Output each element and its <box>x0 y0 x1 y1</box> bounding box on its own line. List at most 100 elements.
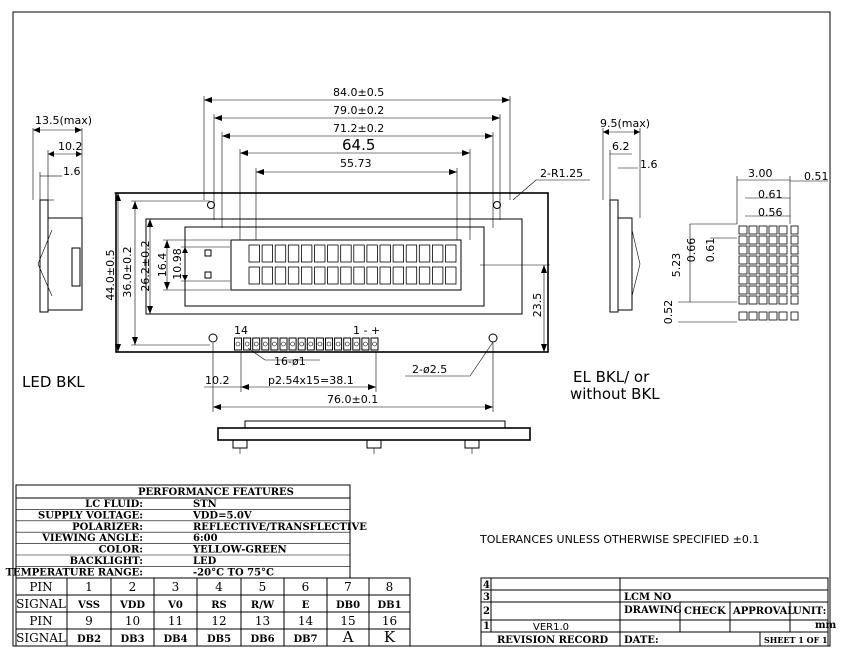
pin-table-cell: 6 <box>302 580 310 594</box>
active-area <box>230 239 462 291</box>
dot-dim7: 5.23 <box>670 253 683 278</box>
pin-hole <box>281 341 286 347</box>
pin-table-cell: VDD <box>119 600 145 611</box>
performance-table: PERFORMANCE FEATURES LC FLUID:STNSUPPLY … <box>6 484 367 579</box>
char-cell <box>261 244 274 263</box>
dot-cell <box>790 225 799 235</box>
perf-label: POLARIZER: <box>72 522 143 533</box>
dot-detail: 3.00 0.51 0.61 0.56 0.66 0.61 5.23 0.52 <box>662 167 829 324</box>
dot-cell <box>778 245 788 255</box>
dot-cell <box>768 265 778 275</box>
pin-pad <box>361 337 370 351</box>
pin-pad <box>234 337 242 351</box>
mount-hole-tl <box>207 201 215 209</box>
pin-table-cell: 15 <box>340 614 355 628</box>
lcm-no-label: LCM NO <box>624 592 672 603</box>
pin-table-cell: 16 <box>382 614 397 628</box>
dot-cell <box>758 275 768 285</box>
pin-hole <box>335 341 341 347</box>
dim-w1: 84.0±0.5 <box>333 86 384 99</box>
mount-hole-tr <box>493 201 501 209</box>
pin-first-label: 14 <box>234 324 248 337</box>
right-caption-1: EL BKL/ or <box>573 368 650 386</box>
pin-pad <box>243 337 252 351</box>
perf-value: STN <box>193 499 217 510</box>
pin-hole <box>317 341 323 347</box>
dot-dim3: 0.61 <box>758 188 783 201</box>
dot-cell <box>768 311 778 321</box>
pin-table-cell: 8 <box>386 580 394 594</box>
dot-cell <box>768 285 778 295</box>
dot-cell <box>738 275 748 285</box>
bottom-view <box>217 420 531 454</box>
dot-cell <box>768 255 778 265</box>
char-cell <box>353 266 365 285</box>
pin-table-head: PIN <box>29 614 52 628</box>
dot-cell <box>758 285 768 295</box>
char-cell <box>353 244 365 263</box>
char-cell <box>445 244 457 263</box>
char-cell <box>405 244 418 263</box>
char-cell <box>340 266 352 285</box>
perf-value: VDD=5.0V <box>192 510 252 521</box>
pin-table-cell: DB1 <box>377 600 401 611</box>
char-cell <box>300 244 313 263</box>
pin-table-cell: DB3 <box>120 634 144 645</box>
pin-hole <box>326 341 332 347</box>
drawing-border <box>12 11 831 647</box>
dot-cell <box>778 295 788 305</box>
dot-cell <box>748 235 758 245</box>
pin-pad <box>334 337 343 351</box>
perf-value: YELLOW-GREEN <box>192 545 287 556</box>
dim-offset: 10.2 <box>205 374 230 387</box>
dot-cell <box>790 311 799 321</box>
dot-cell <box>758 255 768 265</box>
pin-hole <box>262 341 268 347</box>
dot-cell <box>738 295 748 305</box>
char-cell <box>392 244 405 263</box>
dot-cell <box>790 235 799 245</box>
rev-num-4: 4 <box>483 580 490 591</box>
pin-table-cell: 7 <box>344 580 352 594</box>
viewing-area <box>184 226 485 307</box>
pin-table-cell: 13 <box>255 614 270 628</box>
perf-value: 6:00 <box>193 533 218 544</box>
pin-table-cell: 9 <box>85 614 93 628</box>
dim-hole: 2-ø2.5 <box>412 363 447 376</box>
char-cell <box>248 244 260 263</box>
pin-hole <box>308 341 314 347</box>
dim-w4: 64.5 <box>342 136 375 154</box>
dot-cell <box>738 265 748 275</box>
perf-label: SUPPLY VOLTAGE: <box>38 510 143 521</box>
dim-h6: 23.5 <box>531 293 544 318</box>
pin-hole <box>272 341 277 347</box>
tolerance-note: TOLERANCES UNLESS OTHERWISE SPECIFIED ±0… <box>479 533 759 546</box>
pin-table-cell: DB7 <box>293 634 317 645</box>
pin-table-head: PIN <box>29 580 52 594</box>
dot-cell <box>748 255 758 265</box>
pin-header <box>234 337 379 351</box>
char-cell <box>379 244 391 263</box>
drawing-label: DRAWING <box>624 605 682 616</box>
dot-cell <box>768 235 778 245</box>
dot-cell <box>758 245 768 255</box>
dim-w2: 79.0±0.2 <box>333 104 384 117</box>
perf-value: REFLECTIVE/TRANSFLECTIVE <box>193 522 367 533</box>
char-cell <box>405 266 418 285</box>
dot-cell <box>738 255 748 265</box>
char-cell <box>366 244 378 263</box>
dim-bottom-w: 76.0±0.1 <box>327 393 378 406</box>
right-caption-2: without BKL <box>570 385 660 403</box>
pin-pad <box>343 337 352 351</box>
dot-cell <box>748 285 758 295</box>
right-dim2: 6.2 <box>612 140 630 153</box>
dim-w3: 71.2±0.2 <box>333 122 384 135</box>
char-cell <box>418 266 431 285</box>
dot-cell <box>748 275 758 285</box>
dot-cell <box>738 225 748 235</box>
left-dim1: 13.5(max) <box>35 114 92 127</box>
char-cell <box>431 266 444 285</box>
char-cell <box>327 244 339 263</box>
right-dim1: 9.5(max) <box>600 117 650 130</box>
